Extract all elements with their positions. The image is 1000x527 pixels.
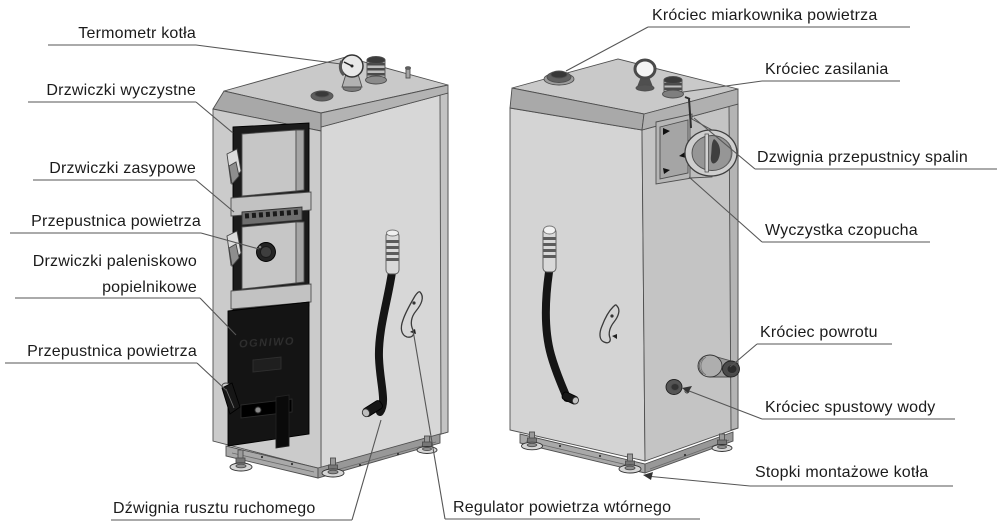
label-krociec-spustowy: Króciec spustowy wody xyxy=(765,399,936,416)
label-wyczystka-czopucha: Wyczystka czopucha xyxy=(765,222,918,239)
label-krociec-miarkownika: Króciec miarkownika powietrza xyxy=(652,7,878,24)
label-przepustnica-gorna: Przepustnica powietrza xyxy=(31,213,201,230)
label-regulator-powietrza: Regulator powietrza wtórnego xyxy=(453,499,672,516)
label-drzwiczki-zasypowe: Drzwiczki zasypowe xyxy=(49,160,196,177)
lifting-ring xyxy=(633,58,657,92)
mounting-feet-rear xyxy=(521,431,733,474)
boiler-thermometer xyxy=(338,54,364,92)
supply-connector xyxy=(662,76,684,99)
grate-lever xyxy=(361,229,400,418)
label-dzwignia-rusztu: Dźwignia rusztu ruchomego xyxy=(113,500,316,517)
label-drzwiczki-paleniskowo: Drzwiczki paleniskowo popielnikowe xyxy=(33,249,197,301)
mounting-feet-front xyxy=(229,435,438,478)
label-krociec-powrotu: Króciec powrotu xyxy=(760,324,878,341)
flue-cleanout xyxy=(655,113,693,185)
flue-pipe xyxy=(684,96,738,179)
label-stopki-montazowe: Stopki montażowe kotła xyxy=(755,464,929,481)
label-termometr-kotla: Termometr kotła xyxy=(78,25,196,42)
label-drzwiczki-paleniskowo-line1: Drzwiczki paleniskowo xyxy=(32,253,197,270)
label-drzwiczki-paleniskowo-line2: popielnikowe xyxy=(102,279,197,296)
label-dzwignia-spalin: Dzwignia przepustnicy spalin xyxy=(757,149,969,166)
return-connector xyxy=(697,354,740,378)
grate-lever-rear xyxy=(541,225,579,405)
boiler-front-view xyxy=(212,54,449,479)
leader-lines xyxy=(5,26,997,521)
label-przepustnica-dolna: Przepustnica powietrza xyxy=(27,343,197,360)
label-drzwiczki-wyczystne: Drzwiczki wyczystne xyxy=(46,82,196,99)
boiler-rear-view xyxy=(509,58,740,474)
label-krociec-zasilania: Króciec zasilania xyxy=(765,61,889,78)
